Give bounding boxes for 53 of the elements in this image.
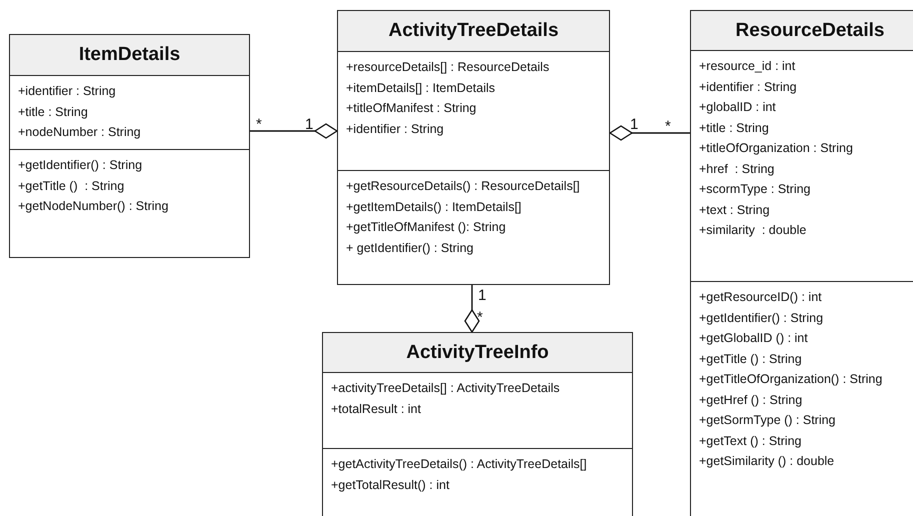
class-member: +title : String [699, 120, 770, 137]
class-member: +resourceDetails[] : ResourceDetails [346, 59, 550, 76]
class-member: +identifier : String [346, 120, 445, 138]
class-member: + getIdentifier() : String [346, 240, 474, 257]
class-member: +activityTreeDetails[] : ActivityTreeDetails [331, 380, 561, 397]
class-member: +href : String [699, 160, 776, 178]
multiplicity-label: 1 [478, 287, 486, 304]
aggregation-connector [464, 285, 480, 333]
class-member: +identifier : String [18, 83, 117, 100]
class-member: +totalResult : int [331, 400, 422, 418]
class-box [9, 34, 250, 258]
aggregation-connector [250, 123, 338, 139]
class-member: +resource_id : int [699, 58, 796, 75]
aggregation-connector [609, 125, 690, 141]
class-member: +titleOfManifest : String [346, 100, 478, 117]
class-member: +getResourceDetails() : ResourceDetails[] [346, 178, 581, 195]
class-name: ItemDetails [78, 44, 180, 66]
multiplicity-label: * [665, 118, 671, 135]
class-member: +similarity : double [699, 222, 808, 239]
class-member: +getTitle () : String [699, 350, 803, 368]
class-member: +getHref () : String [699, 392, 804, 409]
class-member: +getNodeNumber() : String [18, 198, 170, 215]
class-member: +titleOfOrganization : String [699, 140, 854, 157]
class-box [337, 10, 610, 285]
multiplicity-label: * [477, 309, 483, 326]
class-member: +getSimilarity () : double [699, 453, 836, 470]
class-member: +getSormType () : String [699, 412, 837, 429]
class-member: +getItemDetails() : ItemDetails[] [346, 198, 522, 216]
class-member: +getIdentifier() : String [699, 310, 824, 327]
class-box [322, 332, 633, 516]
class-member: +getTitleOfOrganization() : String [699, 371, 884, 388]
class-member: +getActivityTreeDetails() : ActivityTreeDetails[] [331, 456, 588, 473]
multiplicity-label: 1 [305, 116, 314, 133]
class-member: +getTotalResult() : int [331, 476, 450, 494]
class-name: ActivityTreeInfo [406, 342, 549, 364]
class-member: +nodeNumber : String [18, 124, 142, 141]
class-member: +globalID : int [699, 99, 777, 116]
class-member: +getText () : String [699, 432, 802, 450]
class-member: +getResourceID() : int [699, 289, 823, 306]
class-name: ActivityTreeDetails [388, 20, 559, 42]
class-member: +title : String [18, 104, 89, 121]
class-member: +getTitle () : String [18, 178, 126, 195]
class-member: +scormType : String [699, 181, 812, 198]
class-box [690, 10, 913, 516]
class-member: +identifier : String [699, 78, 798, 96]
multiplicity-label: * [256, 116, 262, 133]
class-member: +getIdentifier() : String [18, 157, 144, 174]
multiplicity-label: 1 [630, 116, 638, 133]
class-member: +getGlobalID () : int [699, 330, 809, 347]
class-member: +text : String [699, 202, 771, 219]
class-name: ResourceDetails [736, 20, 884, 42]
class-member: +itemDetails[] : ItemDetails [346, 80, 496, 97]
class-member: +getTitleOfManifest (): String [346, 219, 507, 236]
